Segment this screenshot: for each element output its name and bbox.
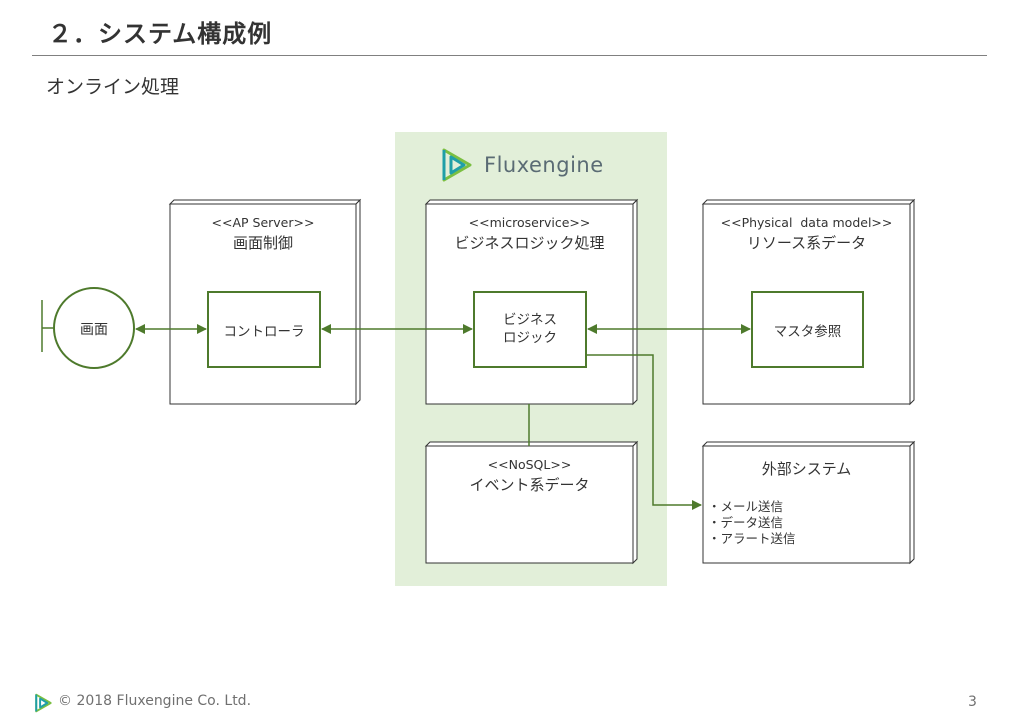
- external-item-data: ・データ送信: [708, 515, 784, 530]
- external-item-alert: ・アラート送信: [708, 531, 796, 546]
- screen-actor: [41, 287, 135, 369]
- fluxengine-play-icon: [442, 148, 472, 182]
- nosql-stereotype: <<NoSQL>>: [487, 457, 572, 472]
- fluxengine-brand: Fluxengine: [440, 146, 604, 184]
- external-system-name: 外部システム: [761, 460, 852, 478]
- brand-name: Fluxengine: [484, 153, 604, 177]
- external-system-node: [701, 440, 916, 565]
- ap-server-node: [168, 198, 362, 406]
- business-logic-label-line2: ロジック: [503, 330, 557, 346]
- master-reference-component: [751, 291, 864, 368]
- title-divider: [32, 55, 987, 56]
- footer-logo-icon: [35, 693, 52, 713]
- controller-label: コントローラ: [223, 324, 305, 340]
- physical-stereotype: <<Physical data model>>: [720, 215, 893, 230]
- external-system-items: ・メール送信 ・データ送信 ・アラート送信: [708, 499, 796, 547]
- footer-copyright: © 2018 Fluxengine Co. Ltd.: [58, 693, 252, 709]
- page-title: ２．システム構成例: [48, 20, 273, 48]
- nosql-name: イベント系データ: [469, 476, 590, 494]
- business-logic-component: [473, 291, 587, 368]
- microservice-stereotype: <<microservice>>: [468, 215, 591, 230]
- logic-external-connector: [586, 354, 702, 510]
- microservice-name: ビジネスロジック処理: [454, 234, 605, 252]
- physical-name: リソース系データ: [746, 234, 867, 252]
- external-item-mail: ・メール送信: [708, 499, 784, 514]
- screen-actor-label: 画面: [80, 322, 108, 338]
- page-subtitle: オンライン処理: [46, 76, 180, 98]
- controller-component: [207, 291, 321, 368]
- ap-server-name: 画面制御: [232, 234, 293, 252]
- business-logic-label-line1: ビジネス: [503, 312, 557, 328]
- ap-server-stereotype: <<AP Server>>: [211, 215, 315, 230]
- master-reference-label: マスタ参照: [773, 324, 842, 340]
- page-number: 3: [968, 694, 977, 710]
